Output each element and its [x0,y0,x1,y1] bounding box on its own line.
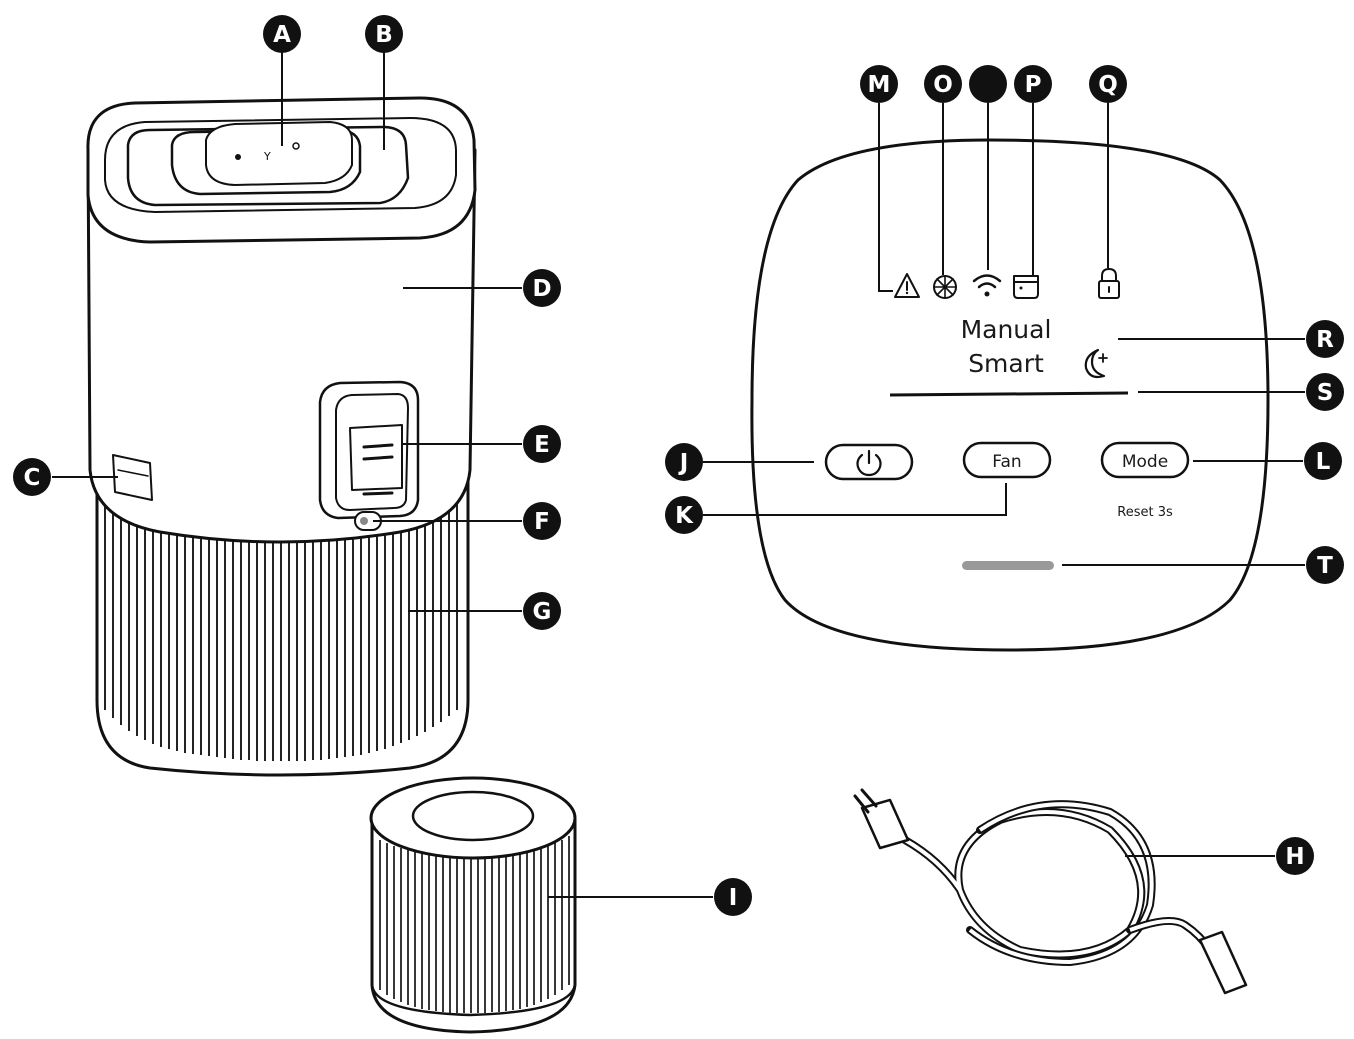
svg-text:Y: Y [263,150,271,163]
callout-P: P [1014,65,1052,103]
callout-H: H [1276,837,1314,875]
svg-text:M: M [868,72,891,98]
callout-D: D [523,269,561,307]
air-quality-bar [889,391,1129,397]
callout-K: K [665,496,703,534]
svg-text:C: C [24,465,41,491]
callout-T: T [1306,546,1344,584]
light-strip [962,561,1054,570]
callout-O: O [924,65,962,103]
svg-text:E: E [534,432,550,458]
svg-text:L: L [1316,449,1331,475]
callout-F: F [523,502,561,540]
leader-lines [52,52,1305,898]
callout-B: B [365,15,403,53]
callout-G: G [523,592,561,630]
power-button[interactable] [824,443,914,481]
control-panel-outline [750,138,1270,652]
power-cord-illustration [853,788,1248,995]
filter-icon [933,275,957,299]
svg-text:P: P [1025,72,1042,98]
filter-status-icon [1013,275,1039,299]
callout-C: C [13,458,51,496]
callout-A: A [263,15,301,53]
replacement-filter-illustration [369,776,577,1034]
fan-button[interactable]: Fan [962,441,1052,479]
warning-triangle-icon [894,273,920,298]
lock-icon [1098,268,1120,299]
svg-text:H: H [1285,844,1304,870]
svg-text:K: K [675,503,694,529]
callout-J: J [665,443,703,481]
svg-text:G: G [533,599,552,625]
mode-smart-label: Smart [968,349,1044,378]
callout-L: L [1304,442,1342,480]
air-purifier-illustration: Y [86,96,477,777]
callout-M: M [860,65,898,103]
callout-I: I [714,878,752,916]
mode-manual-label: Manual [961,315,1052,344]
callout-R: R [1306,320,1344,358]
svg-text:Q: Q [1098,72,1118,98]
callout-S: S [1306,373,1344,411]
callout-Q: Q [1089,65,1127,103]
callout-blank [969,65,1007,103]
svg-text:D: D [532,276,551,302]
mode-button-label: Mode [1122,452,1168,472]
svg-text:T: T [1317,553,1333,579]
mode-button[interactable]: Mode [1100,441,1190,479]
power-icon [856,449,882,477]
svg-text:B: B [375,22,393,48]
grille-lines [104,499,458,761]
sleep-moon-icon [1084,348,1108,379]
svg-text:A: A [273,22,291,48]
svg-text:O: O [933,72,953,98]
svg-text:R: R [1316,327,1334,353]
control-panel-illustration: Manual Smart Fan Mode Reset 3s [750,138,1270,652]
wifi-icon [972,274,1002,297]
reset-hint: Reset 3s [1117,505,1173,520]
svg-text:I: I [729,885,738,911]
svg-text:F: F [534,509,550,535]
svg-text:J: J [678,450,689,476]
callout-E: E [523,425,561,463]
svg-text:S: S [1317,380,1334,406]
fan-button-label: Fan [992,452,1021,472]
